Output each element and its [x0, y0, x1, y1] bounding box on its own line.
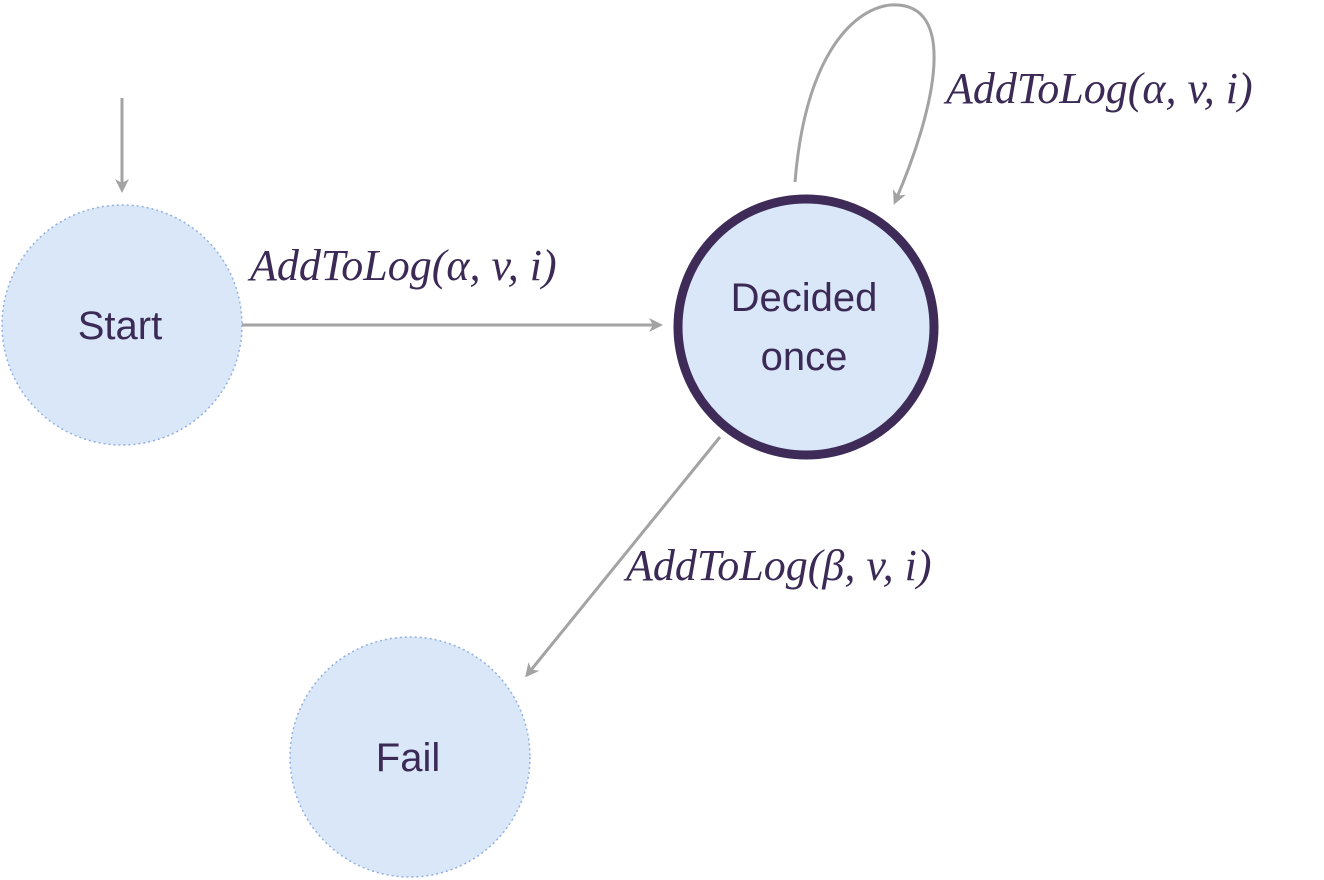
state-start-circle: [1, 204, 243, 446]
state-start-label: Start: [78, 304, 162, 348]
edge-start-to-decided-label: AddToLog(α, v, i): [247, 241, 557, 290]
state-start[interactable]: Start: [1, 204, 243, 446]
edge-decided-self-loop-label: AddToLog(α, v, i): [943, 64, 1253, 113]
state-decided-circle: [673, 194, 939, 460]
state-decided-label-line1: Decided: [731, 276, 878, 320]
state-fail-label: Fail: [376, 736, 440, 780]
edge-decided-to-fail: [525, 436, 722, 678]
edge-decided-self-loop: [793, 3, 936, 205]
state-decided-label-line2: once: [761, 335, 848, 379]
state-fail-circle: [289, 636, 531, 878]
edge-decided-to-fail-label: AddToLog(β, v, i): [623, 541, 932, 590]
state-fail[interactable]: Fail: [289, 636, 531, 878]
state-decided-once[interactable]: Decided once: [673, 194, 939, 460]
